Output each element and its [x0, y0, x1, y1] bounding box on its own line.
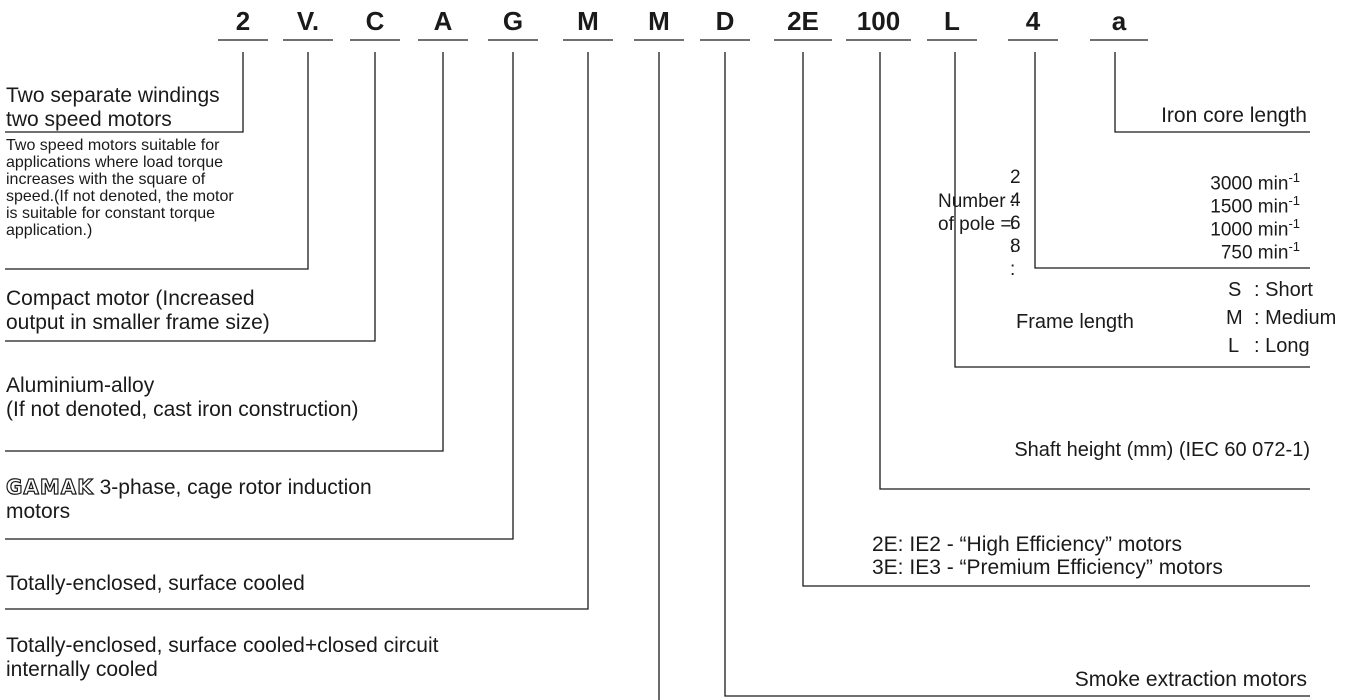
- frame-code: M: [1226, 307, 1243, 329]
- code-windings: 2: [235, 6, 251, 36]
- v-note: Two speed motors suitable for applicatio…: [6, 137, 234, 239]
- v-note-line-5: is suitable for constant torque: [6, 205, 216, 222]
- tefc-closed-line-1: Totally-enclosed, surface cooled+closed …: [6, 634, 439, 657]
- poles-label-line-1: Number: [938, 191, 1006, 212]
- code-m1: M: [577, 6, 599, 36]
- pole-speed-exp: -1: [1288, 193, 1300, 208]
- v-note-line-2: applications where load torque: [6, 154, 224, 171]
- code-core: a: [1111, 6, 1127, 36]
- iron-core-label: Iron core length: [1161, 104, 1307, 127]
- windings-line-2: two speed motors: [6, 108, 172, 131]
- gamak-desc: 3-phase, cage rotor induction: [99, 476, 372, 499]
- efficiency-line-1: 2E: IE2 - “High Efficiency” motors: [872, 533, 1183, 556]
- code-d: D: [715, 6, 735, 36]
- pole-speed-exp: -1: [1288, 170, 1300, 185]
- gamak-label: GAMAK 3-phase, cage rotor induction moto…: [5, 474, 372, 524]
- pole-speed-exp: -1: [1288, 216, 1300, 231]
- code-frame: L: [944, 6, 960, 36]
- pole-speed: 1000 min: [1210, 219, 1289, 241]
- compact-label: Compact motor (Increased output in small…: [6, 287, 270, 335]
- code-c: C: [365, 6, 385, 36]
- code-v: V.: [296, 6, 320, 36]
- windings-label: Two separate windings two speed motors: [6, 84, 220, 132]
- frame-desc: : Medium: [1254, 307, 1337, 329]
- windings-line-1: Two separate windings: [6, 84, 220, 107]
- pole-count: 2 :: [1010, 167, 1021, 211]
- pole-count: 6 :: [1010, 213, 1021, 257]
- poles-label-line-2: of pole =: [938, 214, 1012, 235]
- v-note-line-6: application.): [6, 222, 93, 239]
- v-note-line-1: Two speed motors suitable for: [6, 137, 220, 154]
- frame-desc: : Short: [1254, 279, 1313, 301]
- v-note-line-4: speed.(If not denoted, the motor: [6, 188, 234, 205]
- efficiency-label: 2E: IE2 - “High Efficiency” motors 3E: I…: [872, 533, 1223, 579]
- pole-speed: 750 min: [1220, 242, 1289, 264]
- smoke-extraction-label: Smoke extraction motors: [1074, 668, 1307, 691]
- aluminium-line-1: Aluminium-alloy: [6, 374, 155, 397]
- v-note-line-3: increases with the square of: [6, 171, 206, 188]
- code-a: A: [433, 6, 453, 36]
- pole-count: 8 :: [1010, 236, 1021, 280]
- code-shaft: 100: [856, 6, 901, 36]
- tefc-closed-label: Totally-enclosed, surface cooled+closed …: [6, 634, 438, 682]
- code-poles: 4: [1025, 6, 1041, 36]
- frame-code: S: [1228, 279, 1242, 301]
- shaft-height-label: Shaft height (mm) (IEC 60 072-1): [1014, 439, 1310, 461]
- code-g: G: [502, 6, 524, 36]
- frame-desc: : Long: [1254, 335, 1310, 357]
- aluminium-label: Aluminium-alloy (If not denoted, cast ir…: [6, 374, 359, 422]
- pole-speed: 3000 min: [1210, 173, 1289, 195]
- tefc-closed-line-2: internally cooled: [6, 658, 158, 681]
- gamak-desc-2: motors: [6, 500, 71, 523]
- gamak-logo: GAMAK: [5, 474, 94, 499]
- poles-label: Number of pole =: [938, 190, 1011, 236]
- compact-line-2: output in smaller frame size): [6, 311, 270, 334]
- pole-count: 4 :: [1010, 190, 1021, 234]
- code-m2: M: [648, 6, 670, 36]
- pole-speed: 1500 min: [1210, 196, 1289, 218]
- pole-speed-exp: -1: [1288, 239, 1300, 254]
- frame-length-label: Frame length: [1016, 311, 1134, 333]
- frame-code: L: [1228, 335, 1240, 357]
- efficiency-line-2: 3E: IE3 - “Premium Efficiency” motors: [872, 556, 1223, 579]
- compact-line-1: Compact motor (Increased: [6, 287, 255, 310]
- tefc-label: Totally-enclosed, surface cooled: [6, 572, 305, 595]
- code-efficiency: 2E: [787, 6, 819, 36]
- aluminium-line-2: (If not denoted, cast iron construction): [6, 398, 359, 421]
